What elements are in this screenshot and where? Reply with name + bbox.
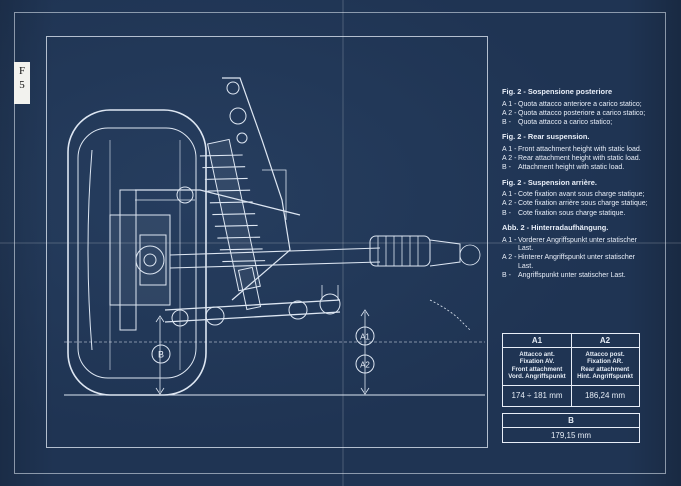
legend-key: B - (502, 118, 511, 126)
legend-french: Fig. 2 - Suspension arrière. A 1 -Cote f… (502, 177, 652, 219)
legend-english: Fig. 2 - Rear suspension. A 1 -Front att… (502, 133, 652, 172)
legend-row: B - Attachment height with static load. (502, 164, 652, 173)
legend-text: Vorderer Angriffspunkt unter statischer … (518, 236, 637, 253)
legend-row: A 2 -Rear attachment height with static … (502, 155, 652, 164)
upper-control-arm (135, 186, 301, 216)
drive-shaft (169, 235, 481, 269)
table-column-a2: A2 Attacco post. Fixation AR. Rear attac… (571, 334, 639, 406)
legend-text: Quota attacco a carico statico; (518, 118, 613, 126)
legend-row: B - Cote fixation sous charge statique. (502, 210, 652, 219)
table-header: B (503, 414, 639, 428)
legend-key: A 2 - (502, 254, 517, 262)
dimension-b: B (151, 315, 171, 395)
table-desc-line: Fixation AR. (587, 358, 623, 366)
sheet-id-letter: F (18, 65, 26, 77)
table-desc-line: Vord. Angriffspunkt (508, 373, 566, 381)
legend-text: Quota attacco posteriore a carico static… (518, 109, 646, 117)
table-desc-line: Fixation AV. (519, 358, 555, 366)
table-header: A2 (571, 334, 639, 348)
table-desc-line: Hint. Angriffspunkt (577, 373, 633, 381)
outer-frame (14, 12, 666, 474)
legend-text: Attachment height with static load. (518, 164, 625, 172)
legend-row: A 1 -Front attachment height with static… (502, 146, 652, 155)
coil-spring-damper (199, 138, 266, 311)
legend-row: B - Angriffspunkt unter statischer Last. (502, 272, 652, 281)
legend-title: Fig. 2 - Suspension arrière. (502, 177, 597, 187)
callout-a1: A1 (360, 333, 370, 342)
legend-key: B - (502, 209, 511, 217)
legend-key: A 2 - (502, 109, 517, 117)
fold-line-horizontal (0, 242, 681, 244)
legend-key: A 1 - (502, 145, 517, 153)
table-header: A1 (503, 334, 571, 348)
table-desc-line: Attacco post. (585, 351, 625, 358)
callout-b: B (158, 350, 164, 360)
dimension-a: A1 A2 (355, 309, 375, 395)
table-desc-line: Rear attachment (580, 365, 630, 373)
table-desc-line: Front attachment (511, 365, 563, 373)
table-column-a1: A1 Attacco ant. Fixation AV. Front attac… (503, 334, 572, 406)
table-desc-line: Attacco ant. (519, 351, 555, 358)
legend-text: Angriffspunkt unter statischer Last. (518, 272, 626, 280)
legend-text: Front attachment height with static load… (518, 145, 642, 153)
fold-line-vertical (342, 0, 344, 486)
table-value: 174 ÷ 181 mm (511, 391, 563, 400)
legend-row: A 1 -Vorderer Angriffspunkt unter statis… (502, 237, 652, 254)
wheel-hub (109, 189, 171, 331)
legend-text: Rear attachment height with static load. (518, 155, 641, 163)
legend-row: A 2 -Cote fixation arrière sous charge s… (502, 200, 652, 209)
lower-control-arm (164, 285, 341, 327)
legend-text: Cote fixation avant sous charge statique… (518, 191, 645, 199)
legend-key: A 1 - (502, 100, 517, 108)
suspension-tower (222, 77, 291, 301)
legend-text: Quota attacco anteriore a carico statico… (518, 100, 642, 108)
legend-row: A 1 -Cote fixation avant sous charge sta… (502, 191, 652, 200)
legend-title: Fig. 2 - Rear suspension. (502, 132, 590, 142)
drawing-frame (46, 36, 488, 448)
legend-italian: Fig. 2 - Sospensione posteriore A 1 -Quo… (502, 87, 652, 128)
legend-title: Fig. 2 - Sospensione posteriore (502, 87, 613, 96)
table-value: 179,15 mm (550, 431, 592, 440)
legend-german: Abb. 2 - Hinterradaufhängung. A 1 -Vorde… (502, 224, 652, 281)
table-description: Attacco ant. Fixation AV. Front attachme… (503, 348, 571, 386)
sheet-id-number: 5 (19, 79, 25, 91)
legend-text: Cote fixation arrière sous charge statiq… (518, 200, 648, 208)
legend-key: A 1 - (502, 191, 517, 199)
legend-key: B - (502, 272, 511, 280)
legend-text: Cote fixation sous charge statique. (518, 209, 626, 217)
sheet-id-label: F 5 (14, 62, 30, 104)
legend-row: A 2 -Hinterer Angriffspunkt unter statis… (502, 254, 652, 271)
body-outline (429, 299, 471, 331)
legend-row: B - Quota attacco a carico statico; (502, 119, 652, 128)
callout-a2: A2 (360, 361, 370, 370)
dimension-table: A1 Attacco ant. Fixation AV. Front attac… (502, 333, 640, 407)
legend-key: A 2 - (502, 200, 517, 208)
legend-text: Hinterer Angriffspunkt unter statischer … (518, 254, 635, 270)
legend-row: A 1 -Quota attacco anteriore a carico st… (502, 101, 652, 110)
legend-key: B - (502, 164, 511, 172)
table-description: Attacco post. Fixation AR. Rear attachme… (571, 348, 639, 386)
legend-row: A 2 -Quota attacco posteriore a carico s… (502, 110, 652, 119)
dimension-table-b: B 179,15 mm (502, 413, 640, 443)
figure-legend: Fig. 2 - Sospensione posteriore A 1 -Quo… (502, 87, 652, 287)
legend-key: A 2 - (502, 155, 517, 163)
legend-key: A 1 - (502, 236, 517, 244)
table-value: 186,24 mm (584, 391, 626, 400)
legend-title: Abb. 2 - Hinterradaufhängung. (502, 223, 609, 233)
